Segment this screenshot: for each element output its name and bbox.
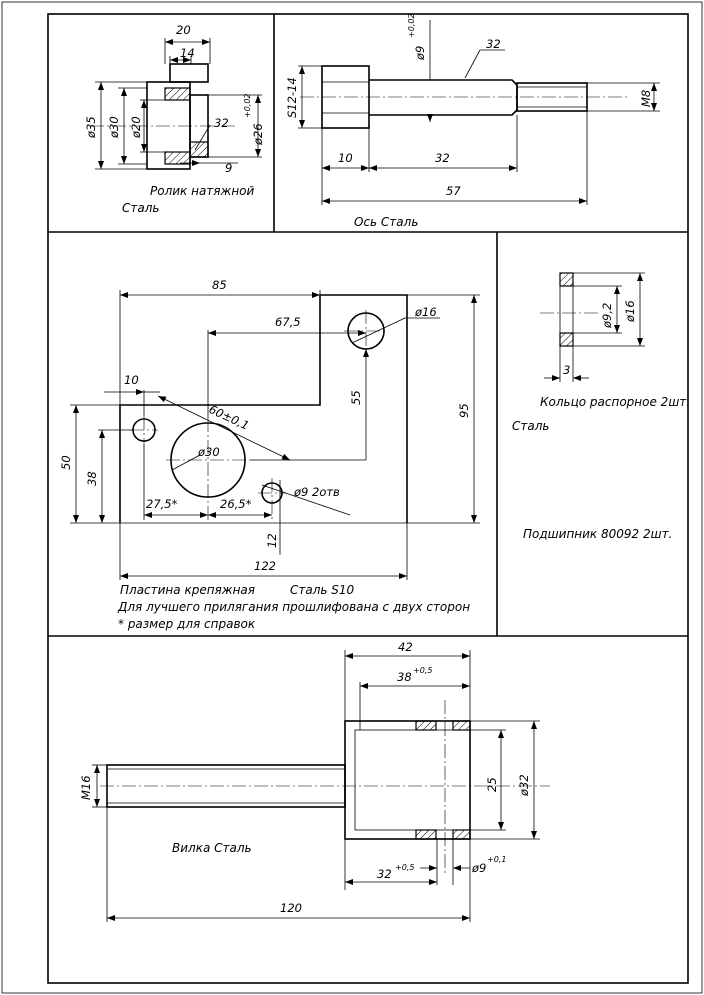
fork-dim-d9: ø9 [471,861,486,875]
axle-dim-m8: M8 [639,90,653,107]
fork-dim-42: 42 [398,640,413,654]
roller-dim-14: 14 [180,46,195,60]
spacer-dim-3: 3 [563,363,570,377]
plate-dim-26-5: 26,5* [220,497,252,511]
axle-dim-d9: ø9 [413,46,427,61]
axle-dim-32-top: 32 [486,37,501,51]
plate-dim-27-5: 27,5* [146,497,178,511]
spacer-dim-d16: ø16 [623,300,637,323]
plate-note-reference: * размер для справок [118,617,256,631]
plate-dim-d30: ø30 [197,445,220,459]
plate-dim-12: 12 [265,533,279,548]
plate-dim-122: 122 [254,559,276,573]
plate-dim-d9: ø9 2отв [293,485,340,499]
axle-caption: Ось Сталь [354,215,418,229]
roller-material: Сталь [122,201,159,215]
fork-dim-m16: M16 [79,775,93,800]
roller-dim-32: 32 [214,116,229,130]
fork-caption: Вилка Сталь [172,841,252,855]
axle-drawing [298,20,660,205]
fork-dim-25: 25 [485,777,499,792]
roller-caption: Ролик натяжной [150,184,255,198]
fork-drawing [92,650,550,922]
axle-dim-32: 32 [435,151,450,165]
roller-dim-9: 9 [225,161,232,175]
plate-note-grinding: Для лучшего прилягания прошлифована с дв… [117,600,470,614]
spacer-drawing [540,272,645,382]
plate-dim-d16: ø16 [414,305,437,319]
roller-dim-d26: ø26 [251,123,265,146]
roller-dim-tol: +0,02 [243,93,252,118]
plate-dim-55: 55 [349,390,363,405]
plate-dim-50: 50 [59,455,73,470]
spacer-caption: Кольцо распорное 2шт. [540,395,690,409]
plate-dim-38: 38 [85,471,99,486]
plate-dim-67-5: 67,5 [275,315,301,329]
fork-dim-d32: ø32 [517,774,531,797]
plate-dim-60: 60±0,1 [207,402,251,433]
axle-dim-10: 10 [338,151,353,165]
roller-dim-d30: ø30 [107,116,121,139]
bearing-caption: Подшипник 80092 2шт. [523,527,672,541]
fork-dim-120: 120 [280,901,302,915]
fork-dim-d9-tol: +0,1 [487,855,506,864]
roller-dim-d35: ø35 [84,116,98,139]
plate-dim-85: 85 [212,278,227,292]
axle-dim-s12: S12-14 [285,77,299,118]
fork-dim-38-tol: +0,5 [413,666,432,675]
plate-dim-10: 10 [124,373,139,387]
axle-dim-57: 57 [446,184,461,198]
plate-dim-95: 95 [457,403,471,418]
axle-dim-d9-tol: +0,02 [407,13,416,38]
fork-dim-32: 32 [377,867,392,881]
plate-drawing [70,290,480,580]
fork-dim-38: 38 [397,670,412,684]
roller-dim-d20: ø20 [129,116,143,139]
spacer-dim-d9-2: ø9,2 [600,303,614,329]
roller-drawing [90,38,262,170]
plate-caption: Пластина крепяжная [120,583,255,597]
roller-dim-20: 20 [176,23,191,37]
spacer-material: Сталь [512,419,549,433]
plate-material: Сталь S10 [290,583,355,597]
fork-dim-32-tol: +0,5 [395,863,414,872]
